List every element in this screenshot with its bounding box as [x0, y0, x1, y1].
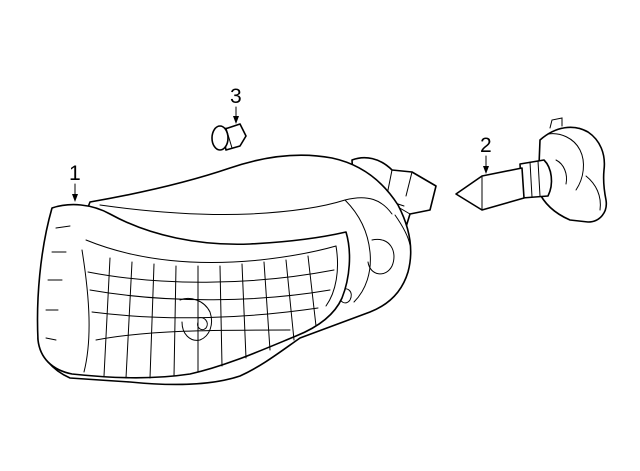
callout-3: 3 [230, 85, 242, 124]
lamp-lens [36, 203, 351, 379]
callout-label-2: 2 [480, 134, 492, 157]
callout-1: 1 [69, 162, 81, 202]
callout-arrow-1 [72, 194, 78, 202]
callout-label-3: 3 [230, 85, 242, 108]
bulb [455, 117, 608, 223]
callout-label-1: 1 [69, 162, 81, 185]
callout-arrow-2 [483, 166, 489, 174]
callout-arrow-3 [233, 116, 239, 124]
bulb-glass [455, 167, 525, 211]
callout-2: 2 [480, 134, 492, 174]
clip [211, 123, 247, 151]
clip-head [211, 125, 229, 151]
lamp-assembly [36, 154, 437, 386]
bulb-socket [537, 126, 608, 223]
bulb-collar [519, 159, 553, 199]
